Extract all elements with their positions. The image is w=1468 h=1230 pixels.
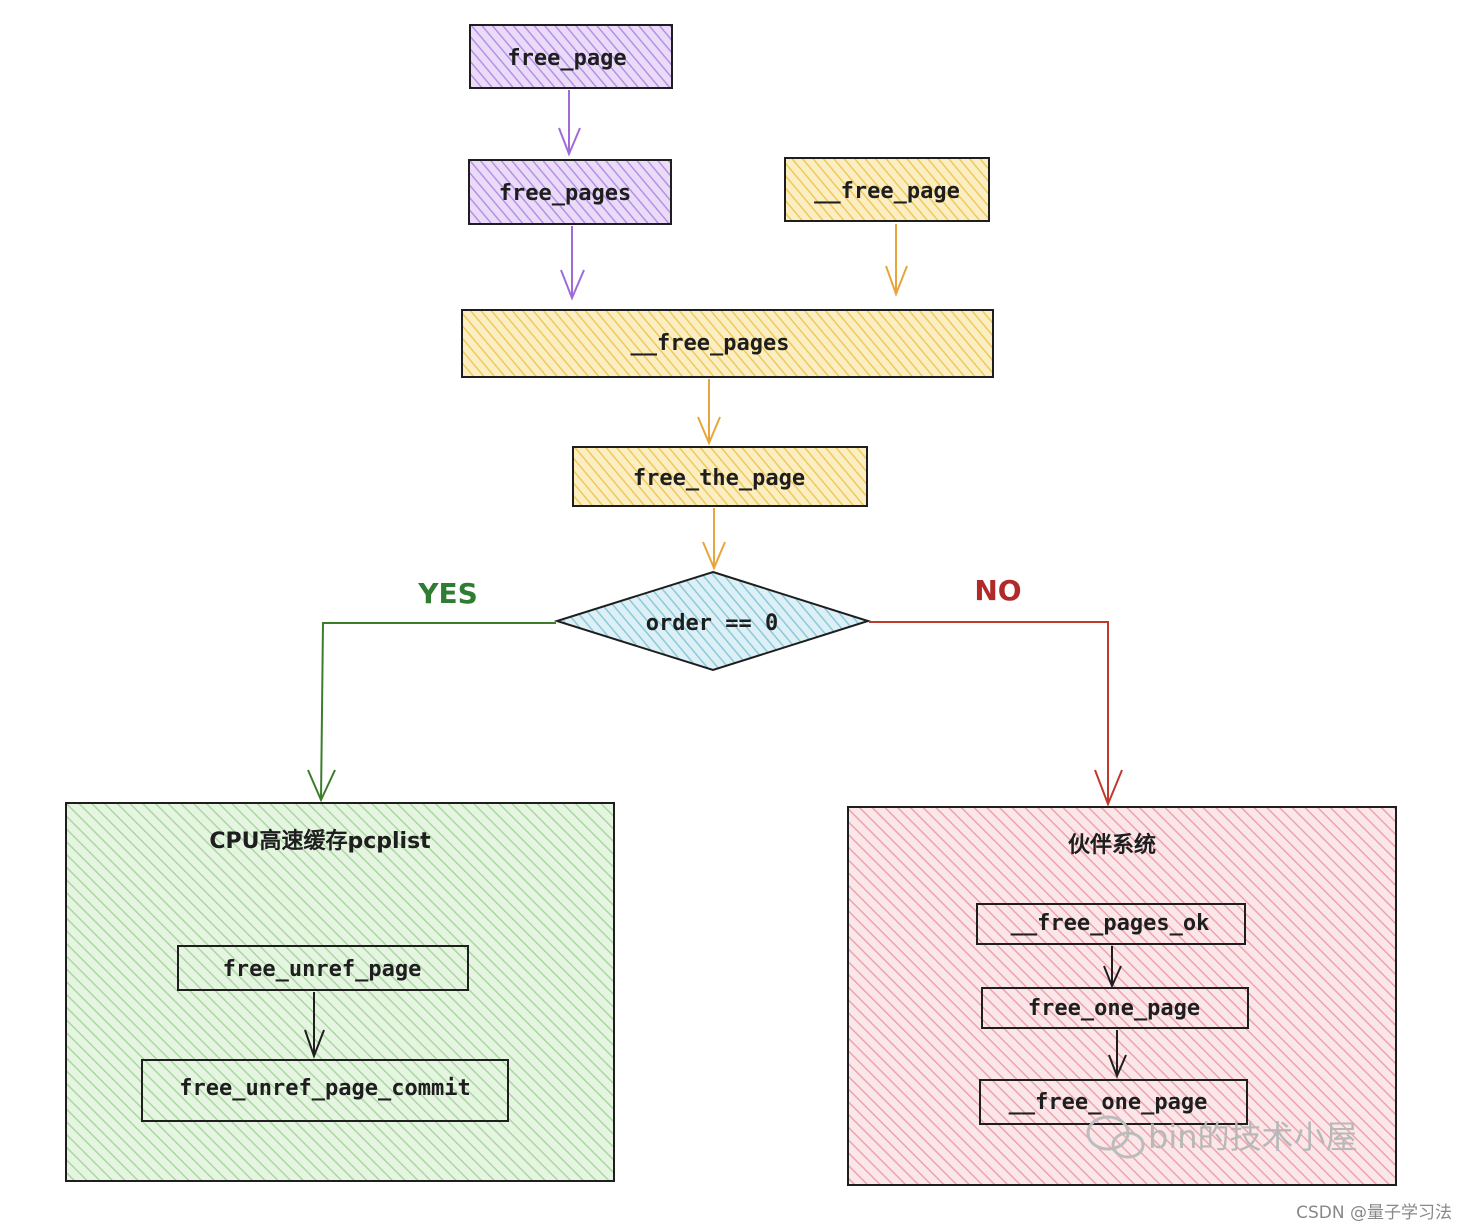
arrow-free-one-page-to-dunder-free-one-page: [1108, 1030, 1127, 1079]
node-free-the-page-label: free_the_page: [633, 466, 805, 491]
arrow-dunder-free-pages-to-free-the-page: [697, 379, 721, 446]
watermark: bin的技术小屋: [1086, 1115, 1358, 1159]
yes-label: YES: [417, 577, 478, 610]
pcp-group: CPU高速缓存pcplist: [65, 802, 615, 1182]
node-free-page-label: free_page: [507, 46, 626, 71]
arrow-free-page-to-free-pages: [558, 90, 581, 157]
decision-diamond: order == 0: [553, 570, 872, 672]
node-dunder-free-pages-label: __free_pages: [631, 331, 790, 356]
node-free-unref-page-label: free_unref_page: [223, 957, 422, 982]
node-dunder-free-pages-ok: __free_pages_ok: [976, 903, 1246, 945]
arrow-no-branch: [869, 621, 1123, 807]
node-dunder-free-page-label: __free_page: [814, 179, 960, 204]
node-free-one-page-label: free_one_page: [1028, 996, 1200, 1021]
node-dunder-free-one-page: __free_one_page: [979, 1079, 1248, 1125]
node-dunder-free-pages: __free_pages: [461, 309, 994, 378]
node-free-pages: free_pages: [468, 159, 672, 225]
arrow-yes-branch: [307, 622, 556, 803]
watermark-text: bin的技术小屋: [1148, 1118, 1358, 1156]
node-free-one-page: free_one_page: [981, 987, 1249, 1029]
buddy-group-title: 伙伴系统: [1068, 832, 1156, 858]
arrow-free-pages-to-dunder-free-pages: [560, 226, 585, 301]
node-free-the-page: free_the_page: [572, 446, 868, 507]
node-free-unref-page: free_unref_page: [177, 945, 469, 991]
arrow-free-unref-page-to-commit: [304, 992, 325, 1059]
arrow-dunder-free-page-to-dunder-free-pages: [885, 224, 908, 297]
arrow-free-pages-ok-to-free-one-page: [1103, 946, 1122, 989]
node-free-unref-page-commit: free_unref_page_commit: [141, 1059, 509, 1122]
wechat-icon: [1086, 1115, 1145, 1159]
no-label: NO: [974, 574, 1021, 607]
node-dunder-free-page: __free_page: [784, 157, 990, 222]
arrow-free-the-page-to-decision: [702, 508, 726, 571]
node-free-unref-page-commit-label: free_unref_page_commit: [179, 1076, 470, 1101]
decision-label: order == 0: [646, 611, 778, 636]
node-free-page: free_page: [469, 24, 673, 89]
node-dunder-free-one-page-label: __free_one_page: [1009, 1090, 1208, 1115]
credit-text: CSDN @量子学习法: [1296, 1203, 1452, 1223]
pcp-group-title: CPU高速缓存pcplist: [209, 828, 431, 854]
node-free-pages-label: free_pages: [499, 181, 631, 206]
node-dunder-free-pages-ok-label: __free_pages_ok: [1011, 911, 1210, 936]
